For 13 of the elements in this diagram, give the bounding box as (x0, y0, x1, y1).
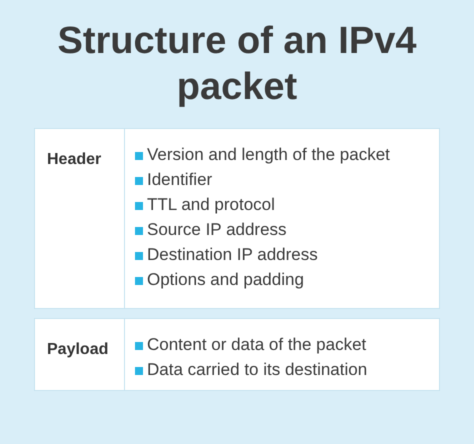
list-item: Version and length of the packet (147, 145, 390, 165)
list-item: Data carried to its destination (147, 360, 368, 380)
row-heading: Header (47, 151, 102, 169)
row-heading: Payload (47, 341, 108, 359)
list-item: Options and padding (147, 270, 304, 290)
list-item: Destination IP address (147, 245, 318, 265)
table-row (34, 128, 440, 309)
list-item: Identifier (147, 170, 212, 190)
list-item: Content or data of the packet (147, 335, 366, 355)
title: Structure of an IPv4 packet (56, 19, 418, 110)
list-item: Source IP address (147, 220, 287, 240)
list-item: TTL and protocol (147, 195, 275, 215)
table-row (34, 318, 440, 391)
